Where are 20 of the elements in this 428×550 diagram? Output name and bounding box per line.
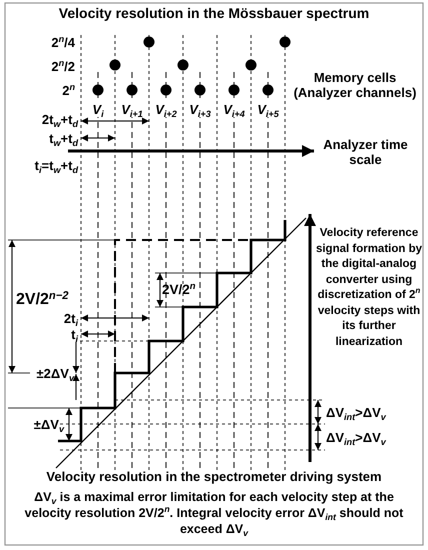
diagram-title: Velocity resolution in the Mössbauer spectrum (58, 6, 370, 21)
caption-note: ΔV$_{v}$ is a maximal error limitation for each velocity step at the velocity resolution 2V/2$^{n}$. Integral velocity error ΔV$_{int}$ should not exceed ΔV$_{v}$ (24, 489, 404, 537)
dimension-label: 2t$_{i}$ (62, 311, 78, 326)
axis-label: Analyzer time scale (322, 137, 409, 167)
annotation: Memory cells (Analyzer channels) (292, 70, 418, 100)
row-label: 2$^{n}$/4 (50, 35, 75, 50)
dimension-label: ΔV$_{int}$>ΔV$_{v}$ (326, 405, 387, 420)
dimension-label: t$_{i}$=t$_{w}$+t$_{d}$ (34, 158, 78, 173)
dimension-label: 2t$_{w}$+t$_{d}$ (40, 112, 78, 127)
dimension-label: t$_{w}$+t$_{d}$ (48, 131, 78, 146)
dimension-label: 2V/2$^{n−2}$ (16, 292, 70, 307)
annotation: Velocity reference signal formation by the digital-analog converter using discretization of 2$^{n}$ velocity steps with its further linearization (314, 226, 424, 350)
section-heading: Velocity resolution in the spectrometer driving system (45, 469, 383, 484)
dimension-label: t$_{i}$ (70, 327, 78, 342)
dimension-label: 2V/2$^{n}$ (162, 282, 197, 297)
row-label: 2$^{n}$ (61, 83, 75, 98)
row-label: 2$^{n}$/2 (50, 59, 75, 74)
dimension-label: ±ΔV$_{v}$ (32, 417, 64, 432)
dimension-label: ±2ΔV$_{v}$ (36, 366, 74, 381)
dimension-label: ΔV$_{int}$>ΔV$_{v}$ (326, 430, 387, 445)
